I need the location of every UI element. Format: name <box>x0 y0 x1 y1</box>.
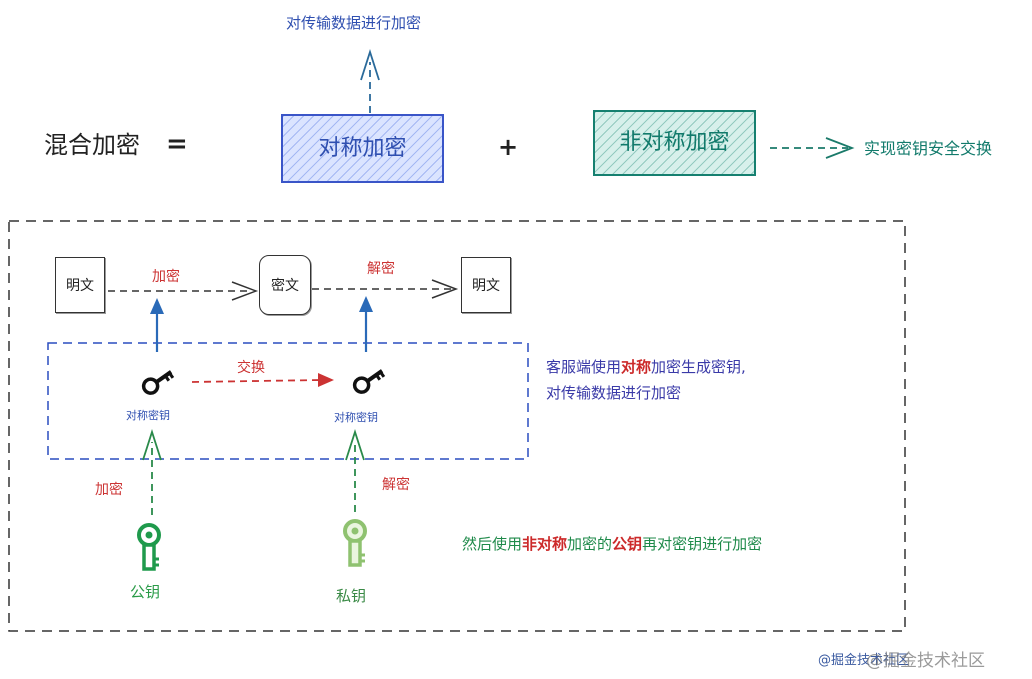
plaintext-right-label: 明文 <box>472 278 500 294</box>
author-signature: @掘金技术社区 <box>818 653 910 668</box>
private-key-label: 私钥 <box>336 587 367 605</box>
then-note-text-end: 再对密钥进行加密 <box>642 535 763 553</box>
plus-sign: + <box>498 133 519 161</box>
key-dashed-frame <box>47 342 529 460</box>
encrypt-label-bottom: 加密 <box>95 482 123 498</box>
client-note-text-end: 加密生成密钥, <box>651 358 746 376</box>
then-note-asymmetric: 非对称 <box>522 535 568 553</box>
asymmetric-encryption-label: 非对称加密 <box>619 130 730 155</box>
secure-exchange-label: 实现密钥安全交换 <box>864 139 993 158</box>
encrypt-label-top: 加密 <box>152 269 180 285</box>
client-note-line1: 客服端使用对称加密生成密钥, <box>546 360 746 375</box>
then-note-public-key: 公钥 <box>612 535 643 553</box>
ciphertext-doc: 密文 <box>259 255 311 315</box>
asymmetric-encryption-box: 非对称加密 <box>593 110 756 176</box>
hybrid-encryption-label: 混合加密 <box>44 131 140 159</box>
decrypt-label-top: 解密 <box>367 261 395 277</box>
symmetric-encryption-label: 对称加密 <box>318 136 407 161</box>
symmetric-key-right-label: 对称密钥 <box>334 411 378 424</box>
decrypt-label-bottom: 解密 <box>382 477 410 493</box>
exchange-label: 交换 <box>237 360 265 376</box>
symmetric-encryption-box: 对称加密 <box>281 114 444 183</box>
plaintext-doc-right: 明文 <box>461 257 511 313</box>
arrow-exchange <box>191 379 323 383</box>
client-note-symmetric: 对称 <box>621 358 652 376</box>
client-note-text: 客服端使用 <box>546 358 622 376</box>
then-note-text: 然后使用 <box>462 535 523 553</box>
symmetric-key-left-label: 对称密钥 <box>126 409 170 422</box>
then-note-text-mid: 加密的 <box>567 535 613 553</box>
watermark: @掘金技术社区 <box>866 651 985 671</box>
then-note: 然后使用非对称加密的公钥再对密钥进行加密 <box>462 537 762 552</box>
encrypt-transfer-label: 对传输数据进行加密 <box>286 14 422 32</box>
outer-dashed-frame <box>8 220 906 632</box>
client-note-line2: 对传输数据进行加密 <box>546 384 682 402</box>
plaintext-doc-left: 明文 <box>55 257 105 313</box>
public-key-label: 公钥 <box>130 583 161 601</box>
plaintext-left-label: 明文 <box>66 278 94 294</box>
ciphertext-label: 密文 <box>271 278 299 294</box>
equals-sign: = <box>166 129 188 159</box>
